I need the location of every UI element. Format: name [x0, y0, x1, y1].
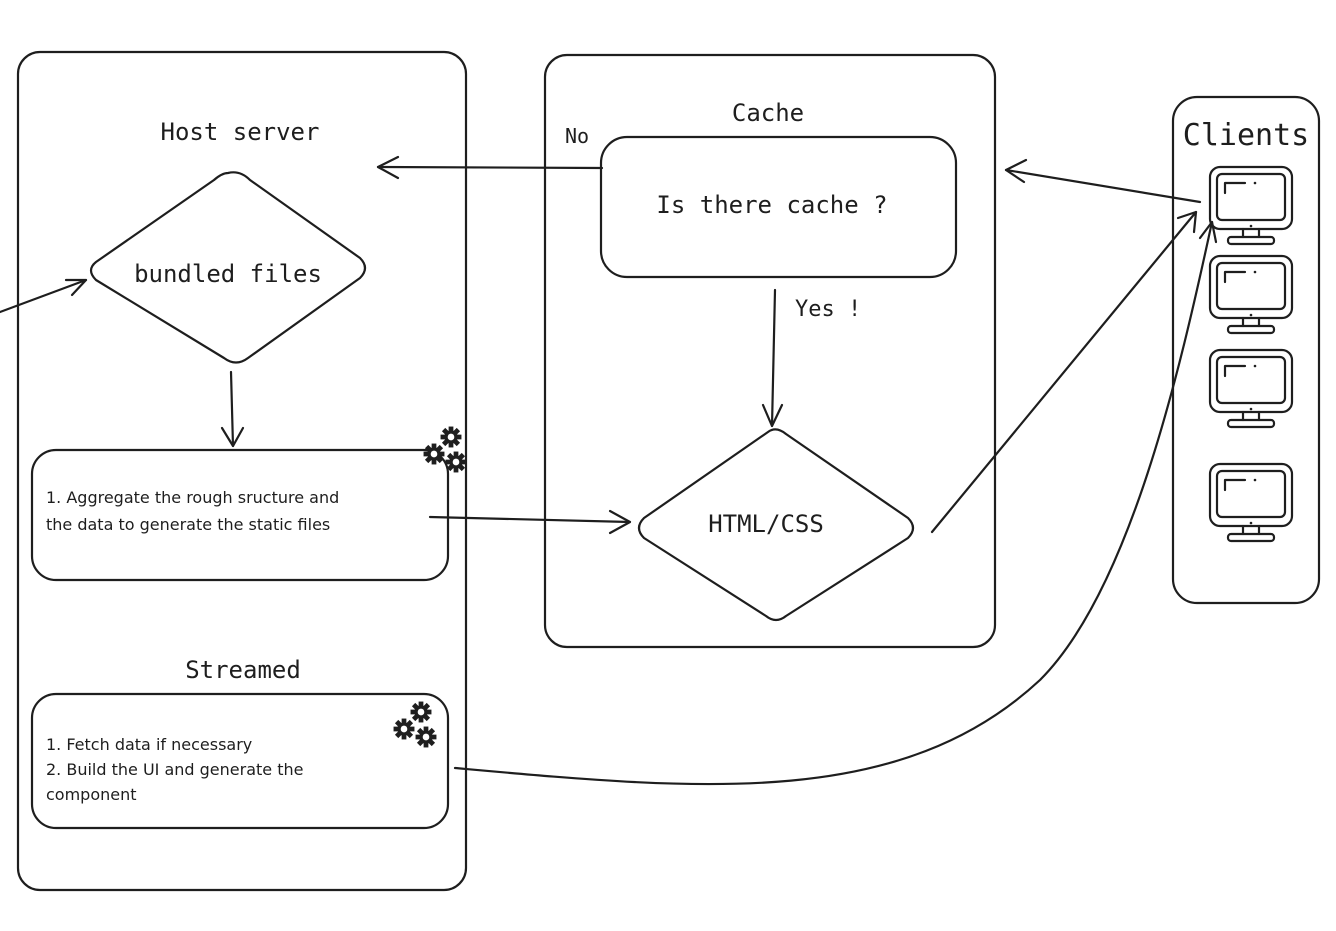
cache-container	[543, 53, 997, 649]
streamed-line-3: component	[46, 785, 137, 804]
monitor-icon	[1208, 254, 1294, 335]
bundled-to-aggregate-arrow	[229, 370, 235, 448]
streamed-to-clients-arrow	[453, 220, 1214, 786]
bundled-files-diamond	[89, 171, 367, 364]
monitor-icon	[1208, 165, 1294, 246]
incoming-arrow	[0, 278, 88, 314]
bundled-files-label: bundled files	[134, 260, 322, 288]
yes-label: Yes !	[795, 297, 861, 322]
aggregate-line-1: 1. Aggregate the rough sructure and	[46, 488, 339, 507]
streamed-line-2: 2. Build the UI and generate the	[46, 760, 303, 779]
aggregate-line-2: the data to generate the static files	[46, 515, 330, 534]
clients-container	[1171, 95, 1321, 605]
monitor-icon	[1208, 462, 1294, 543]
no-label: No	[565, 124, 589, 148]
yes-arrowhead	[761, 403, 784, 428]
cache-question: Is there cache ?	[656, 191, 887, 219]
yes-arrow	[770, 288, 777, 428]
host-server-container	[16, 50, 468, 892]
aggregate-box	[30, 448, 450, 582]
host-server-title: Host server	[161, 118, 320, 146]
cache-question-box	[599, 135, 958, 279]
html-css-diamond	[637, 428, 915, 622]
cache-title: Cache	[732, 99, 804, 127]
streamed-line-1: 1. Fetch data if necessary	[46, 735, 252, 754]
clients-title: Clients	[1183, 118, 1309, 153]
aggregate-to-html-arrow	[428, 515, 632, 524]
streamed-to-clients-arrowhead	[1198, 220, 1218, 244]
bundled-to-aggregate-arrowhead	[220, 426, 245, 448]
clients-to-cache-arrow	[1004, 168, 1202, 204]
html-to-clients-arrow	[930, 210, 1198, 534]
clients-to-cache-arrowhead	[1004, 158, 1028, 184]
html-to-clients-arrowhead	[1176, 210, 1198, 234]
monitor-icon	[1208, 348, 1294, 429]
no-arrow	[376, 165, 604, 170]
streamed-title: Streamed	[185, 656, 301, 684]
aggregate-to-html-arrowhead	[608, 509, 632, 535]
no-arrowhead	[376, 155, 400, 180]
gear-icon	[423, 426, 467, 473]
incoming-arrowhead	[64, 278, 88, 297]
gear-icon	[393, 701, 437, 748]
streamed-box	[30, 692, 450, 830]
html-css-label: HTML/CSS	[708, 510, 824, 538]
